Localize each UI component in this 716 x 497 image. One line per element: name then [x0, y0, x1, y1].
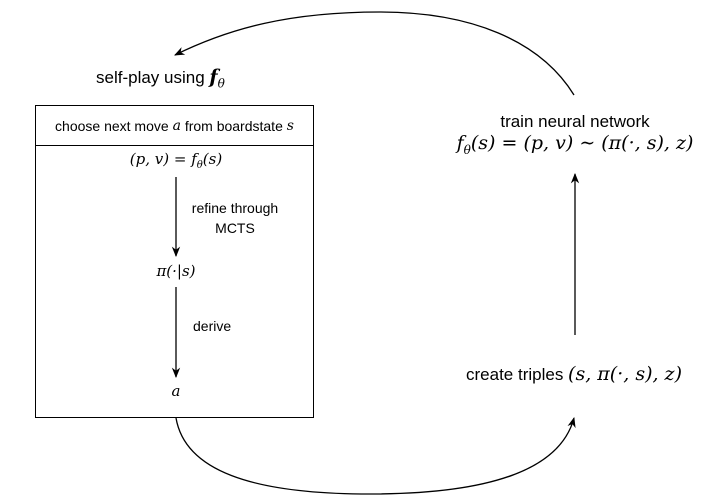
pv-arg: (s)	[202, 150, 223, 168]
selfplay-label: self-play using fθ	[96, 66, 225, 90]
train-f: f	[456, 132, 464, 154]
header-a: a	[172, 117, 181, 134]
pv-expr: (p, v) = f	[129, 150, 197, 168]
arrow-train-to-selfplay	[174, 11, 575, 96]
selfplay-theta: θ	[217, 76, 225, 91]
selfplay-f: f	[209, 66, 218, 88]
train-title: train neural network	[500, 112, 650, 131]
refine-line1: refine through	[191, 200, 279, 216]
arrow-box-to-triples	[175, 416, 576, 495]
train-rest: (s) = (p, v) ∼ (π(·, s), z)	[470, 132, 694, 154]
refine-line2: MCTS	[215, 220, 255, 236]
a-result: a	[171, 382, 181, 400]
triples-formula: (s, π(·, s), z)	[568, 363, 682, 385]
selfplay-text: self-play using	[96, 68, 210, 87]
pi-expression: π(·|s)	[156, 262, 196, 280]
triples-text: create triples	[466, 365, 569, 384]
box-header: choose next move a from boardstate s	[36, 106, 313, 146]
pv-theta: θ	[196, 160, 203, 171]
header-prefix: choose next move	[55, 117, 169, 134]
header-mid: from boardstate	[184, 117, 283, 134]
header-s: s	[286, 117, 294, 134]
refine-label: refine through MCTS	[192, 198, 278, 238]
derive-label: derive	[193, 318, 232, 334]
train-formula: fθ(s) = (p, v) ∼ (π(·, s), z)	[457, 132, 694, 157]
triples-label: create triples (s, π(·, s), z)	[466, 363, 682, 385]
pv-expression: (p, v) = fθ(s)	[130, 150, 222, 171]
selfplay-box: choose next move a from boardstate s	[35, 105, 314, 418]
train-theta: θ	[463, 142, 471, 157]
